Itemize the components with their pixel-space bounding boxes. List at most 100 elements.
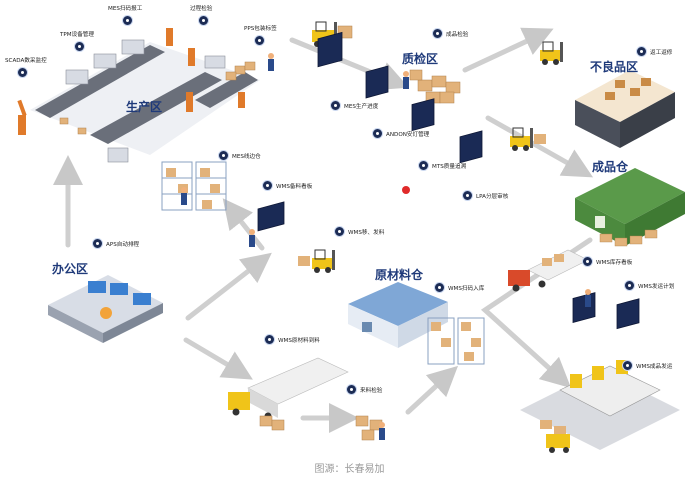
raw-shelves xyxy=(427,317,485,365)
zone-defect: 不良品区 xyxy=(590,60,639,74)
desk-icon xyxy=(48,275,163,343)
forklift-icon xyxy=(540,41,563,65)
zone-raw: 原材料仓 xyxy=(375,268,424,282)
zone-office: 办公区 xyxy=(52,262,89,276)
machine xyxy=(93,53,117,69)
pin-icon xyxy=(92,238,103,249)
tag-wms-inbound: WMS扫码入库 xyxy=(434,282,484,293)
tag-label: MES线边仓 xyxy=(232,153,261,160)
production-line xyxy=(17,28,260,163)
zone-production: 生产区 xyxy=(126,100,163,114)
screen-icon xyxy=(257,31,640,330)
zone-qc: 质检区 xyxy=(402,52,439,66)
tag-label: 成品检验 xyxy=(446,31,469,38)
truck-icon xyxy=(228,357,349,420)
truck-icon xyxy=(508,249,589,292)
tag-label: PPS包装标签 xyxy=(244,26,277,32)
pin-icon xyxy=(434,282,445,293)
tag-lpa: LPA分层审核 xyxy=(462,190,508,201)
tag-wms-finished-ship: WMS成品发运 xyxy=(622,360,672,371)
tag-pps: PPS包装标签 xyxy=(244,24,277,46)
tag-process-check: 过程检验 xyxy=(190,4,212,26)
tag-label: WMS原材料到料 xyxy=(278,337,320,344)
tag-aps: APS自动排程 xyxy=(92,238,139,249)
pin-icon xyxy=(624,280,635,291)
machine xyxy=(204,55,226,69)
tag-finished-check: 成品检验 xyxy=(432,28,468,39)
machine xyxy=(121,39,145,55)
tag-incoming: 来料检验 xyxy=(346,384,382,395)
warehouse-icon xyxy=(348,282,448,348)
arrow-icon xyxy=(405,365,459,415)
tag-wms-board: WMS备料看板 xyxy=(262,180,312,191)
qc-boxes xyxy=(409,69,461,104)
zone-finished: 成品仓 xyxy=(592,160,629,174)
tag-label: WMS扫码入库 xyxy=(448,285,485,292)
tag-rework: 返工返修 xyxy=(636,46,672,57)
box-icon xyxy=(259,415,383,441)
pin-icon xyxy=(334,226,345,237)
tag-label: ANDON安灯管理 xyxy=(386,131,430,138)
tag-label: WMS发运计划 xyxy=(638,283,675,290)
pin-icon xyxy=(622,360,633,371)
pin-icon xyxy=(432,28,443,39)
pin-icon xyxy=(346,384,357,395)
tag-mts: MTS质量追溯 xyxy=(418,160,466,171)
tag-wms-ship-plan: WMS发运计划 xyxy=(624,280,674,291)
arrow-icon xyxy=(183,337,253,380)
tag-label: LPA分层审核 xyxy=(476,193,509,200)
forklift-icon xyxy=(298,249,335,273)
image-source-caption: 图源：长春易加 xyxy=(314,464,385,475)
shipping-dock xyxy=(520,360,680,453)
worker-icon xyxy=(181,53,591,440)
tag-label: WMS库存看板 xyxy=(596,259,633,266)
tag-label: WMS移、发料 xyxy=(348,229,385,236)
pin-icon xyxy=(462,190,473,201)
tag-mes-report: MES扫码报工 xyxy=(108,4,142,26)
pin-icon xyxy=(264,334,275,345)
pin-icon xyxy=(74,41,85,52)
tag-scada: SCADA数采监控 xyxy=(5,56,47,78)
defect-room xyxy=(575,70,675,148)
tag-label: WMS备料看板 xyxy=(276,183,313,190)
pin-icon xyxy=(17,67,28,78)
machine xyxy=(65,69,89,85)
andon-light-icon xyxy=(402,186,410,194)
pin-icon xyxy=(122,15,133,26)
arrow-icon xyxy=(185,252,272,321)
pin-icon xyxy=(582,256,593,267)
machine xyxy=(107,147,129,163)
robot-arm-icon xyxy=(17,28,245,135)
tag-label: APS自动排程 xyxy=(106,241,140,248)
box-icon xyxy=(59,61,256,135)
tag-label: MES生产进度 xyxy=(344,103,379,110)
tag-wms-material: WMS原材料到料 xyxy=(264,334,320,345)
tag-label: TPM设备管理 xyxy=(60,32,94,38)
forklift-icon xyxy=(510,127,546,151)
pin-icon xyxy=(418,160,429,171)
tag-tpm: TPM设备管理 xyxy=(60,30,94,52)
arrow-icon xyxy=(222,198,265,251)
tag-label: SCADA数采监控 xyxy=(5,58,47,64)
warehouse-icon xyxy=(575,168,685,247)
pin-icon xyxy=(254,35,265,46)
tag-mes-side: MES线边仓 xyxy=(218,150,261,161)
pin-icon xyxy=(636,46,647,57)
pin-icon xyxy=(330,100,341,111)
side-warehouse xyxy=(161,161,227,211)
tag-label: 返工返修 xyxy=(650,49,673,56)
pin-icon xyxy=(262,180,273,191)
tag-label: MES扫码报工 xyxy=(108,6,143,12)
pin-icon xyxy=(198,15,209,26)
tag-label: 过程检验 xyxy=(190,6,213,12)
arrow-icon xyxy=(462,27,554,73)
tag-wms-stock: WMS库存看板 xyxy=(582,256,632,267)
pin-icon xyxy=(372,128,383,139)
pin-icon xyxy=(218,150,229,161)
tag-wms-feed: WMS移、发料 xyxy=(334,226,384,237)
tag-andon: ANDON安灯管理 xyxy=(372,128,429,139)
tag-label: WMS成品发运 xyxy=(636,363,673,370)
tag-mes-progress: MES生产进度 xyxy=(330,100,378,111)
